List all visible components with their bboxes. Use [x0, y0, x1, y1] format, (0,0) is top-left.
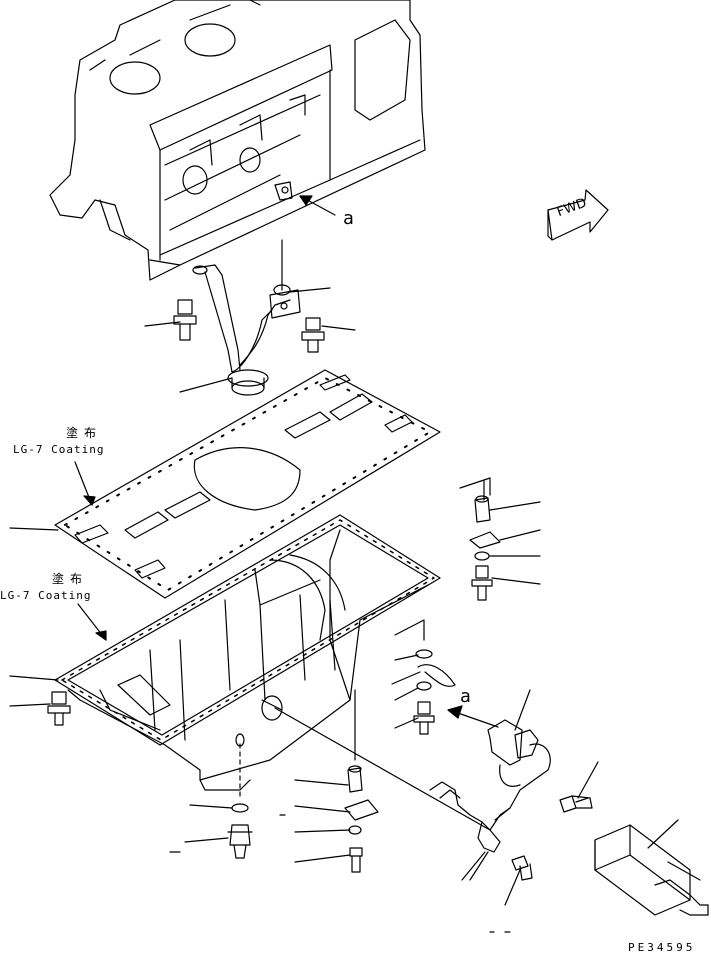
oil-level-sensor-harness [274, 707, 551, 881]
sensor-clip-parts [394, 619, 456, 735]
pan-leader-1 [9, 675, 59, 681]
oil-pan [54, 514, 441, 791]
view-marker-a-upper: a [343, 208, 354, 229]
oil-strainer [192, 239, 301, 396]
oil-pan-gasket [54, 369, 441, 599]
pan-leader-2 [9, 703, 51, 707]
harness-bolt-1 [559, 795, 593, 813]
strainer-bolt-right [301, 317, 325, 353]
drain-plug-leader [184, 837, 229, 843]
coating-en-lower: LG-7 Coating [0, 589, 92, 602]
view-a-leader-lower [454, 711, 499, 728]
stack-pointer-line [459, 477, 491, 496]
drawing-code: PE34595 [628, 941, 696, 954]
leader-lines-right-lower [461, 689, 599, 906]
drain-gasket-leader [189, 804, 233, 809]
bracket-parts-stack-upper [469, 479, 501, 601]
leader-lines-right-upper [489, 501, 541, 585]
fwd-arrow-shape [547, 189, 609, 241]
drain-plug-assembly [227, 743, 253, 859]
engine-block [49, 0, 426, 281]
coating-en-upper: LG-7 Coating [13, 443, 105, 456]
coating-jp-lower: 塗布 [52, 572, 89, 586]
bracket-parts-stack-lower [344, 689, 379, 873]
coating-jp-upper: 塗布 [66, 426, 103, 440]
leader-lines-bottom [279, 779, 351, 863]
pan-flange-bolt [47, 691, 71, 726]
leader-lines-right-mid [391, 654, 421, 729]
sensor-tool [594, 819, 709, 916]
leader-lines-upper [144, 287, 356, 393]
gasket-leader [9, 527, 59, 531]
strainer-bolt-left [173, 299, 197, 341]
harness-bolt-2 [511, 855, 533, 881]
view-marker-a-lower: a [460, 686, 471, 707]
